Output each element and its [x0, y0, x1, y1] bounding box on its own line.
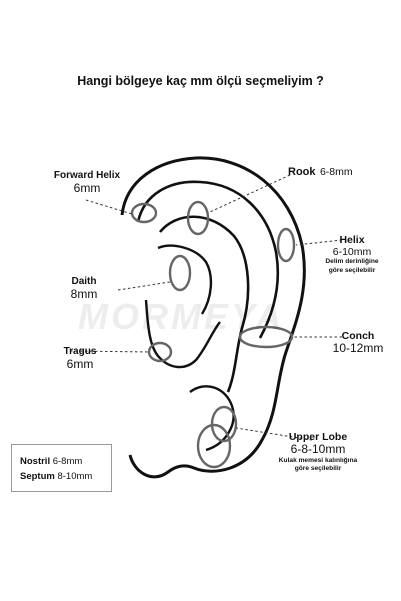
ear-crus — [157, 244, 213, 315]
forward-helix-value: 6mm — [73, 180, 101, 195]
ring-forward-helix — [130, 202, 158, 224]
ear-helix-rim — [136, 180, 280, 339]
label-conch: Conch 10-12mm — [326, 330, 390, 356]
label-forward-helix: Forward Helix 6mm — [42, 170, 132, 195]
ear-antihelix — [158, 215, 250, 393]
nostril-row: Nostril 6-8mm — [20, 456, 82, 467]
helix-note-1: Delim derinliğine — [325, 258, 379, 266]
leader-tragus — [69, 350, 151, 353]
watermark: MORMEYA — [78, 296, 285, 337]
label-tragus: Tragus 6mm — [58, 346, 102, 371]
ear-outline — [120, 156, 306, 479]
label-rook: Rook 6-8mm — [288, 162, 353, 180]
ring-tragus — [147, 341, 173, 363]
ear-concha — [144, 299, 221, 369]
upper-lobe-value: 6-8-10mm — [290, 442, 346, 457]
ring-upper-lobe-2 — [196, 423, 232, 469]
label-daith: Daith 8mm — [66, 276, 102, 301]
septum-name: Septum — [20, 471, 55, 482]
label-helix: Helix 6-10mm Delim derinliğine göre seçi… — [312, 234, 392, 275]
nostril-value: 6-8mm — [52, 456, 83, 467]
conch-value: 10-12mm — [332, 341, 384, 356]
ring-conch — [238, 325, 294, 349]
tragus-value: 6mm — [66, 356, 94, 371]
page-title: Hangi bölgeye kaç mm ölçü seçmeliyim ? — [77, 74, 324, 88]
forward-helix-name: Forward Helix — [53, 170, 121, 181]
upper-lobe-name: Upper Lobe — [288, 431, 348, 443]
rook-value: 6-8mm — [319, 166, 353, 178]
upper-lobe-note-1: Kulak memesi kalınlığına — [278, 456, 358, 464]
ring-helix — [276, 227, 296, 263]
conch-name: Conch — [341, 330, 375, 342]
helix-value: 6-10mm — [332, 246, 372, 259]
ring-rook — [186, 200, 210, 236]
nostril-name: Nostril — [20, 456, 51, 467]
leader-daith — [117, 281, 171, 291]
upper-lobe-note-2: göre seçilebilir — [294, 465, 342, 473]
septum-row: Septum 8-10mm — [20, 471, 92, 482]
label-upper-lobe: Upper Lobe 6-8-10mm Kulak memesi kalınlı… — [268, 431, 368, 474]
nose-piercing-box: Nostril 6-8mm Septum 8-10mm — [11, 444, 112, 492]
daith-name: Daith — [71, 276, 97, 287]
septum-value: 8-10mm — [57, 471, 93, 482]
rook-name: Rook — [288, 166, 316, 178]
daith-value: 8mm — [70, 286, 98, 301]
ring-daith — [168, 254, 192, 292]
helix-note-2: göre seçilebilir — [328, 266, 376, 274]
helix-name: Helix — [339, 234, 365, 246]
leader-forward-helix — [85, 199, 133, 215]
tragus-name: Tragus — [63, 346, 97, 357]
